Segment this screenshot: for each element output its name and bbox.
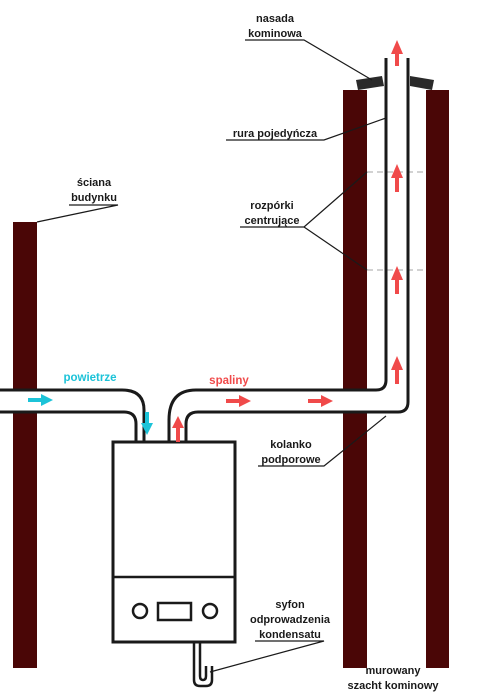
air-intake-pipe-bottom (0, 410, 138, 442)
label-siphon-line1: syfon (275, 599, 305, 611)
condensate-siphon (192, 642, 214, 688)
arrow-up-icon (391, 40, 403, 66)
label-spacers-line1: rozpórki (250, 200, 293, 212)
wall-lower-segment (13, 412, 37, 668)
label-siphon-line3: kondensatu (259, 629, 321, 641)
label-elbow-line1: kolanko (270, 439, 312, 451)
arrow-up-icon (391, 356, 403, 384)
arrow-up-icon (172, 416, 184, 442)
arrow-down-icon (141, 412, 153, 435)
label-wall-line2: budynku (71, 192, 117, 204)
label-chimney-cap-line2: kominowa (248, 28, 303, 40)
label-air: powietrze (63, 372, 116, 384)
chimney-cap-left (356, 76, 384, 90)
label-wall-line1: ściana (77, 177, 112, 189)
label-flue: spaliny (209, 375, 249, 387)
labels: ściana budynku nasada kominowa rura poje… (63, 13, 439, 692)
label-spacers-line2: centrujące (244, 215, 299, 227)
boiler-right-knob-icon (201, 602, 219, 620)
label-shaft-line1: murowany (365, 665, 421, 677)
leader-elbow (258, 415, 387, 467)
label-shaft-line2: szacht kominowy (347, 680, 439, 692)
label-elbow-line2: podporowe (261, 454, 320, 466)
flue-pipe-inner (184, 58, 410, 442)
arrow-right-icon (226, 395, 251, 407)
flue-pipes (0, 58, 410, 442)
leader-lines (36, 39, 387, 673)
siphon-pipe-inner (198, 642, 208, 682)
boiler-left-knob-icon (131, 602, 149, 620)
siphon-pipe-outer (192, 642, 214, 688)
leader-wall (36, 204, 119, 223)
label-siphon-line2: odprowadzenia (250, 614, 331, 626)
boiler-display-icon (156, 601, 193, 622)
arrow-up-icon (391, 266, 403, 294)
chimney-cap (356, 76, 434, 90)
flue-pipe-outer (167, 58, 388, 442)
leader-spacers-2 (303, 226, 368, 271)
air-arrows (28, 394, 153, 435)
shaft-left-wall-lower (343, 412, 367, 668)
wall-upper-segment (13, 222, 37, 390)
flue-arrows (172, 40, 403, 442)
leader-chimney-cap (245, 39, 373, 81)
leader-single-pipe (226, 117, 387, 141)
chimney-shaft (343, 90, 449, 668)
air-intake-pipe-top (0, 388, 146, 442)
label-chimney-cap-line1: nasada (256, 13, 295, 25)
label-single-pipe: rura pojedyńcza (233, 128, 318, 140)
boiler (111, 440, 237, 644)
shaft-right-wall (426, 90, 449, 668)
arrow-right-icon (308, 395, 333, 407)
leader-siphon (209, 640, 325, 673)
shaft-left-wall-upper (343, 90, 367, 390)
arrow-up-icon (391, 164, 403, 192)
chimney-cap-right (410, 76, 434, 90)
building-wall (13, 222, 37, 668)
arrow-right-icon (28, 394, 53, 406)
